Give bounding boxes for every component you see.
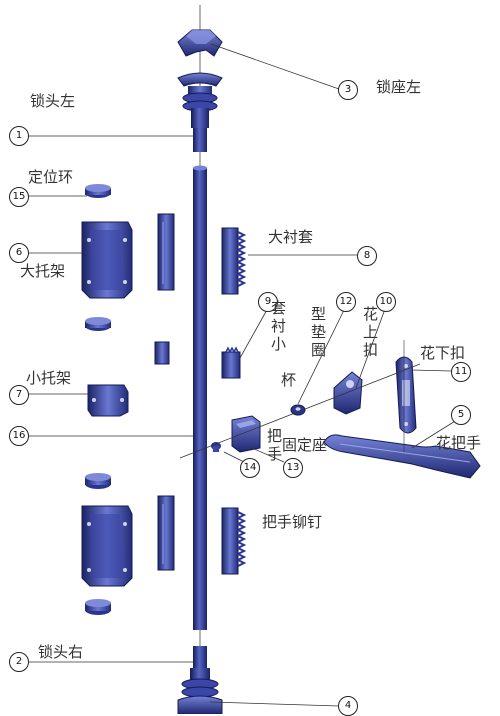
large-bracket-parts bbox=[81, 221, 133, 587]
lock-head-left-part bbox=[177, 72, 223, 152]
label-handle-fixing-seat: 固定座 bbox=[282, 436, 328, 454]
callout-10: 10 bbox=[376, 292, 396, 312]
label-lower-buckle: 花下扣 bbox=[420, 344, 466, 362]
callout-2: 2 bbox=[9, 652, 29, 672]
label-large-bracket: 大托架 bbox=[20, 262, 66, 280]
label-washer: 型垫圈 bbox=[309, 306, 327, 360]
handle-fixing-seat-part bbox=[231, 415, 261, 453]
label-upper-buckle: 花上扣 bbox=[361, 306, 379, 360]
upper-buckle-part bbox=[333, 371, 363, 415]
lower-buckle-part bbox=[395, 356, 417, 434]
large-bushing-parts bbox=[221, 227, 247, 575]
label-handle-vertical: 把手 bbox=[265, 428, 283, 464]
callout-14: 14 bbox=[240, 458, 260, 478]
lock-head-right-part bbox=[177, 646, 223, 714]
label-handle-rivet: 把手铆钉 bbox=[262, 513, 323, 531]
label-lock-head-right: 锁头右 bbox=[38, 643, 84, 661]
inner-sleeve-parts bbox=[154, 213, 175, 571]
label-flower-handle: 花把手 bbox=[436, 434, 482, 452]
callout-16: 16 bbox=[9, 426, 29, 446]
label-locating-ring: 定位环 bbox=[28, 168, 74, 186]
label-lock-seat-left: 锁座左 bbox=[376, 78, 422, 96]
label-small-bushing-col1: 杯 bbox=[279, 372, 297, 390]
callout-12: 12 bbox=[336, 292, 356, 312]
label-lock-head-left: 锁头左 bbox=[30, 92, 76, 110]
main-rod-part bbox=[193, 165, 207, 630]
flower-handle-part bbox=[323, 434, 481, 479]
callout-4: 4 bbox=[338, 696, 358, 716]
callout-9: 9 bbox=[258, 292, 278, 312]
lock-seat-left-part bbox=[177, 29, 223, 57]
leader-lines bbox=[28, 43, 461, 707]
locating-ring-parts bbox=[85, 184, 111, 615]
callout-1: 1 bbox=[9, 126, 29, 146]
label-large-bushing: 大衬套 bbox=[268, 228, 314, 246]
label-small-bushing: 套衬小 bbox=[269, 300, 287, 354]
handle-assembly-axis bbox=[179, 363, 421, 459]
callout-6: 6 bbox=[9, 243, 29, 263]
handle-rivet-part bbox=[211, 442, 221, 452]
callout-8: 8 bbox=[357, 246, 377, 266]
label-small-bracket: 小托架 bbox=[26, 369, 72, 387]
washer-part bbox=[290, 404, 306, 416]
small-bracket-part bbox=[87, 384, 129, 417]
callout-7: 7 bbox=[9, 385, 29, 405]
callout-11: 11 bbox=[451, 362, 471, 382]
small-bushing-part bbox=[221, 346, 241, 379]
callout-15: 15 bbox=[9, 187, 29, 207]
callout-3: 3 bbox=[338, 80, 358, 100]
callout-5: 5 bbox=[451, 405, 471, 425]
callout-13: 13 bbox=[283, 458, 303, 478]
